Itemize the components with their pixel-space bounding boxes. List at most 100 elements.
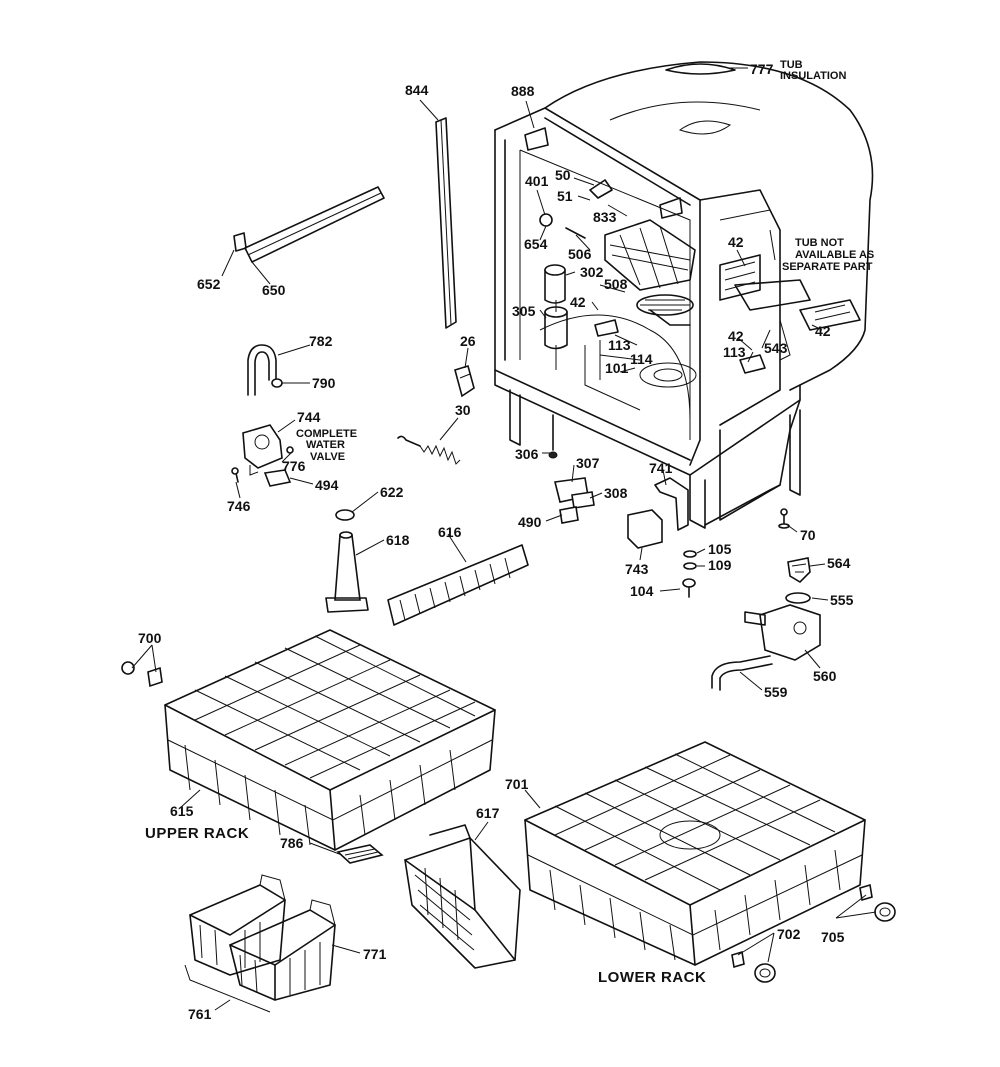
label-786: 786 [280,835,304,851]
note-tub-not-1: TUB NOT [795,237,844,249]
label-654: 654 [524,236,548,252]
label-308: 308 [604,485,628,501]
caption-upper-rack: UPPER RACK [145,825,249,842]
label-42-a: 42 [728,234,744,250]
vent-564 [787,557,811,584]
note-water-valve-2: WATER [306,439,345,451]
label-888: 888 [511,83,535,99]
clip-652 [233,232,247,252]
label-30: 30 [455,402,471,418]
label-844: 844 [405,82,429,98]
label-652: 652 [197,276,221,292]
screw-104 [682,578,696,598]
part-494 [263,469,292,487]
gasket-555 [785,592,811,604]
washers-105-109 [683,550,697,570]
label-617: 617 [476,805,500,821]
hose-782 [247,344,277,396]
label-615: 615 [170,803,194,819]
label-777: 777 [750,61,774,77]
label-564: 564 [827,555,851,571]
label-741: 741 [649,460,673,476]
note-water-valve-1: COMPLETE [296,428,357,440]
label-305: 305 [512,303,536,319]
label-113-a: 113 [608,337,631,353]
hose-559 [711,655,773,691]
switch-490 [559,506,579,524]
label-113-b: 113 [723,344,746,360]
gasket-650 [244,186,385,263]
label-114: 114 [630,351,653,367]
lower-rack-701 [524,741,866,966]
label-508: 508 [604,276,628,292]
label-543: 543 [764,340,788,356]
label-622: 622 [380,484,404,500]
note-water-valve-3: VALVE [310,451,345,463]
basket-761 [189,874,286,976]
label-702: 702 [777,926,801,942]
basket-771 [229,899,336,1001]
label-700: 700 [138,630,162,646]
label-42-c: 42 [728,328,744,344]
label-307: 307 [576,455,600,471]
label-506: 506 [568,246,592,262]
label-490: 490 [518,514,542,530]
label-555: 555 [830,592,854,608]
label-70: 70 [800,527,816,543]
label-618: 618 [386,532,410,548]
label-776: 776 [282,458,306,474]
bracket-741 [654,477,689,531]
label-746: 746 [227,498,251,514]
label-42-d: 42 [815,323,831,339]
silverware-basket-617 [404,824,521,969]
label-302: 302 [580,264,604,280]
screw-776 [286,446,294,454]
label-101: 101 [605,360,629,376]
label-701: 701 [505,776,529,792]
note-tub-not-3: SEPARATE PART [782,261,873,273]
water-valve-744 [242,424,283,476]
leader-lines [131,67,877,1013]
label-105: 105 [708,541,732,557]
fitting-790 [271,378,283,388]
label-401: 401 [525,173,549,189]
label-494: 494 [315,477,339,493]
label-559: 559 [764,684,788,700]
switch-308 [571,491,595,509]
label-26: 26 [460,333,476,349]
cap-622 [335,509,355,521]
upper-rack-615 [164,629,496,851]
label-51: 51 [557,188,573,204]
part-labels: 777 TUB INSULATION 888 844 50 401 51 833… [138,59,874,1022]
screw-70 [778,508,790,529]
door-gasket-844 [435,117,457,329]
tower-618 [325,531,369,613]
label-109: 109 [708,557,732,573]
label-42-b: 42 [570,294,586,310]
label-104: 104 [630,583,654,599]
label-560: 560 [813,668,837,684]
screw-746 [231,467,239,483]
pump-560 [744,604,821,661]
note-tub-insulation-1: TUB [780,59,803,71]
roller-700 [121,661,163,688]
capacitor-743 [627,509,663,549]
shelf-616 [387,544,529,626]
label-50: 50 [555,167,571,183]
hinge-26 [454,364,475,398]
caption-lower-rack: LOWER RACK [598,969,706,986]
label-744: 744 [297,409,321,425]
spring-30 [397,435,461,465]
tub-assembly [494,61,874,529]
label-761: 761 [188,1006,212,1022]
screw-306 [548,414,558,459]
label-743: 743 [625,561,649,577]
note-tub-insulation-2: INSULATION [780,70,846,82]
label-790: 790 [312,375,336,391]
label-705: 705 [821,929,845,945]
label-650: 650 [262,282,286,298]
note-tub-not-2: AVAILABLE AS [795,249,874,261]
label-306: 306 [515,446,539,462]
roller-705 [859,883,896,922]
